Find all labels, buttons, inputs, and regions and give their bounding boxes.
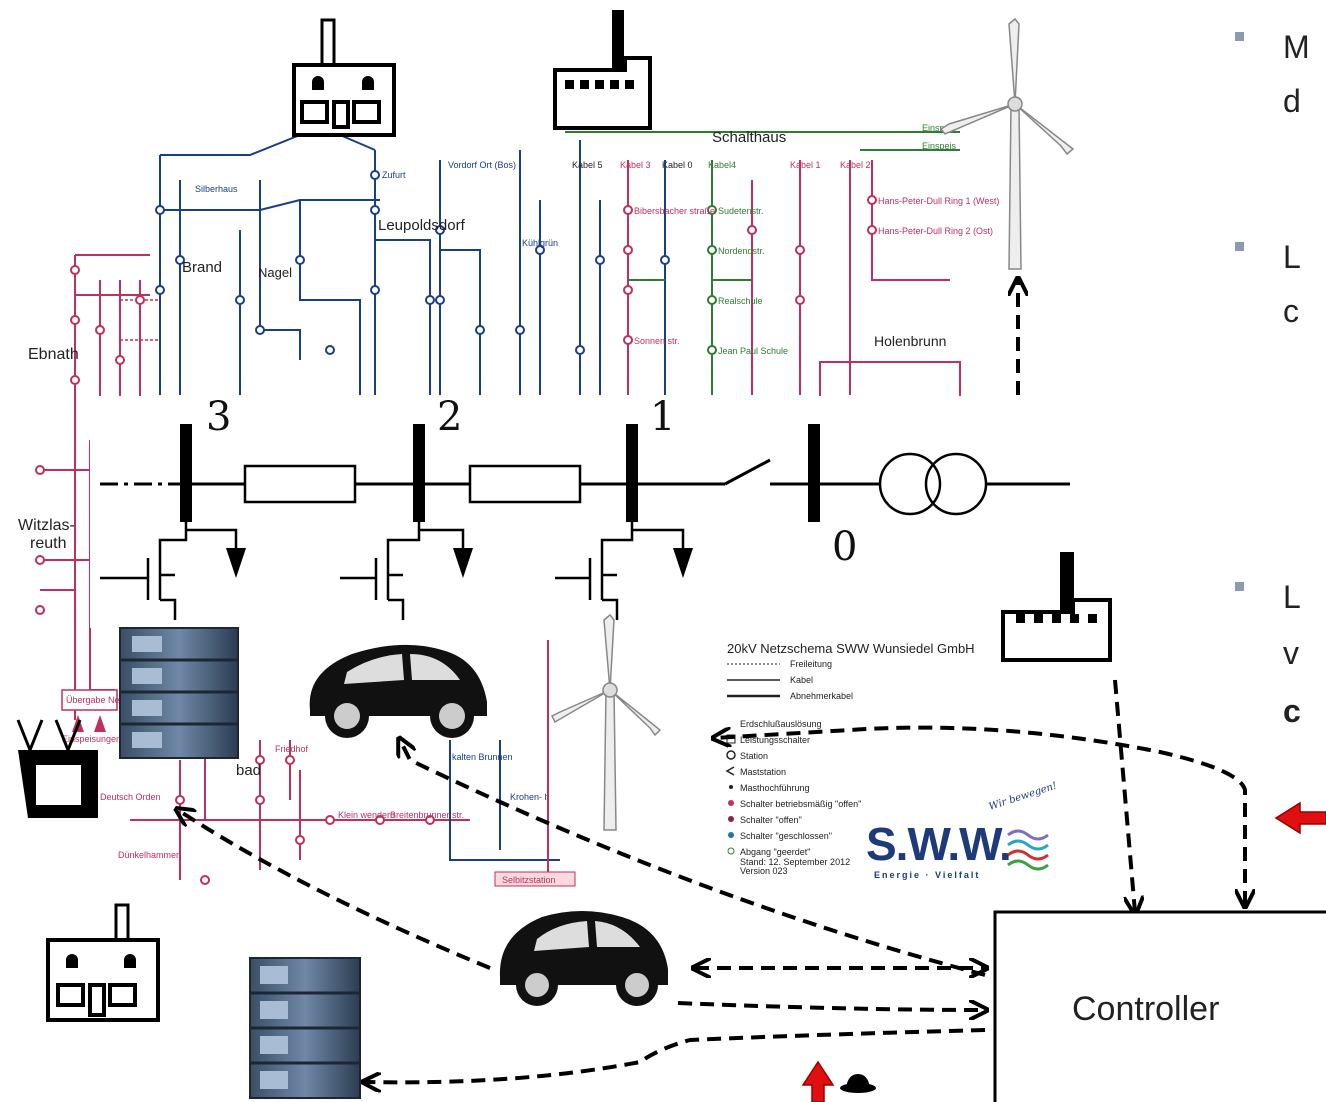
bullet-marker: [1235, 32, 1244, 41]
bus-bar-1: [626, 424, 638, 522]
blue-stations: [156, 171, 604, 354]
bullet-list: M d L c L v c: [1235, 29, 1310, 729]
link-car-bottom-2: [678, 1003, 985, 1010]
area-label-holenbrunn: Holenbrunn: [874, 333, 946, 349]
station-label-zufurt: Zufurt: [382, 170, 406, 180]
legend-title: 20kV Netzschema SWW Wunsiedel GmbH: [727, 641, 975, 656]
svg-text:Klein wendern: Klein wendern: [338, 810, 395, 820]
bus-bar-0: [808, 424, 820, 522]
station-label-vordorf: Vordorf Ort (Bos): [448, 160, 516, 170]
line-impedance: [245, 466, 355, 502]
bus-bar-3: [180, 424, 192, 522]
controller-box: Controller: [995, 912, 1326, 1102]
svg-text:Nordendstr.: Nordendstr.: [718, 246, 765, 256]
link-battery-top: [178, 810, 490, 968]
bullet-text: d: [1283, 83, 1301, 119]
svg-text:Selbitzstation: Selbitzstation: [502, 875, 556, 885]
area-label-brand: Brand: [182, 259, 222, 276]
link-battery-bottom: [365, 1030, 985, 1082]
house-icon: [48, 905, 158, 1020]
area-label-bad: bad: [236, 762, 261, 779]
legend-item: Abnehmerkabel: [790, 691, 853, 701]
legend-item: Schalter "offen": [740, 815, 802, 825]
switch-closed-icon: [728, 832, 734, 838]
bus-label: 0: [832, 524, 857, 570]
legend-item: Freileitung: [790, 659, 832, 669]
factory-icon: [555, 10, 650, 128]
legend-item: Masthochführung: [740, 783, 810, 793]
electric-car-icon: [500, 911, 668, 1006]
link-factory: [1115, 680, 1135, 912]
mast-riser-icon: [729, 785, 733, 789]
legend-version: Version 023: [740, 866, 788, 876]
line-impedance: [470, 466, 580, 502]
svg-text:kalten Brunnen: kalten Brunnen: [452, 752, 513, 762]
bullet-marker: [1235, 582, 1244, 591]
area-label-ebnath: Ebnath: [28, 346, 79, 363]
svg-text:Dünkelhammer: Dünkelhammer: [118, 850, 179, 860]
area-label-witzlasreuth-2: reuth: [30, 535, 66, 552]
area-label-leupoldsdorf: Leupoldsdorf: [378, 217, 466, 234]
svg-text:Kabel 3: Kabel 3: [620, 160, 651, 170]
svg-text:Kabel 2: Kabel 2: [840, 160, 871, 170]
controller-label: Controller: [1072, 990, 1219, 1028]
bullet-text: c: [1283, 693, 1301, 729]
attack-arrow: [803, 1062, 833, 1102]
area-label-nagel: Nagel: [258, 265, 292, 280]
battery-storage-icon: [250, 958, 360, 1098]
svg-text:Energie · Vielfalt: Energie · Vielfalt: [874, 870, 980, 880]
house-icon: [294, 20, 394, 135]
bus-label: 1: [650, 394, 675, 440]
svg-text:Friedhof: Friedhof: [275, 744, 309, 754]
bullet-text: L: [1283, 579, 1301, 615]
bullet-marker: [1235, 242, 1244, 251]
station-label-silberhaus: Silberhaus: [195, 184, 238, 194]
svg-text:Realschule: Realschule: [718, 296, 763, 306]
svg-text:Breitenbrunner str.: Breitenbrunner str.: [390, 810, 464, 820]
svg-text:Kabel 5: Kabel 5: [572, 160, 603, 170]
wind-turbine-icon: [885, 19, 1073, 314]
switch-open-icon: [728, 816, 734, 822]
hacker-icon: [840, 1074, 876, 1102]
svg-text:S.W.W.: S.W.W.: [866, 818, 1011, 870]
bullet-text: M: [1283, 29, 1310, 65]
switch-open-operational-icon: [728, 800, 734, 806]
bus-label: 2: [437, 394, 462, 440]
svg-text:Kabel 0: Kabel 0: [662, 160, 693, 170]
legend-item: Schalter betriebsmäßig "offen": [740, 799, 861, 809]
svg-text:Sonnen str.: Sonnen str.: [634, 336, 680, 346]
legend-item: Schalter "geschlossen": [740, 831, 832, 841]
network-legend: 20kV Netzschema SWW Wunsiedel GmbH Freil…: [720, 640, 1058, 880]
attack-arrow: [1276, 803, 1326, 833]
svg-text:Kabel 1: Kabel 1: [790, 160, 821, 170]
area-label-schalthaus: Schalthaus: [712, 129, 786, 146]
station-label-kuehlgruen: Kühlgrün: [522, 238, 558, 248]
electric-car-icon: [292, 632, 507, 740]
legend-item: Kabel: [790, 675, 813, 685]
battery-storage-icon: [120, 628, 238, 758]
legend-item: Erdschlußauslösung: [740, 719, 822, 729]
legend-item: Abgang "geerdet": [740, 847, 810, 857]
bullet-text: v: [1283, 635, 1299, 671]
area-label-witzlasreuth-1: Witzlas-: [18, 517, 75, 534]
svg-text:Bibersbacher straße: Bibersbacher straße: [634, 206, 715, 216]
wind-turbine-icon: [550, 615, 670, 830]
svg-text:Deutsch Orden: Deutsch Orden: [100, 792, 161, 802]
bullet-text: L: [1283, 239, 1301, 275]
bus-bar-2: [413, 424, 425, 522]
bus-label: 3: [206, 394, 231, 440]
legend-item: Maststation: [740, 767, 786, 777]
svg-text:Sudetenstr.: Sudetenstr.: [718, 206, 764, 216]
legend-item: Station: [740, 751, 768, 761]
blue-feeder-lines: [160, 135, 600, 395]
svg-text:Jean Paul Schule: Jean Paul Schule: [718, 346, 788, 356]
bus-diagram: 3 2 1 0: [90, 394, 1125, 628]
bullet-text: c: [1283, 293, 1299, 329]
